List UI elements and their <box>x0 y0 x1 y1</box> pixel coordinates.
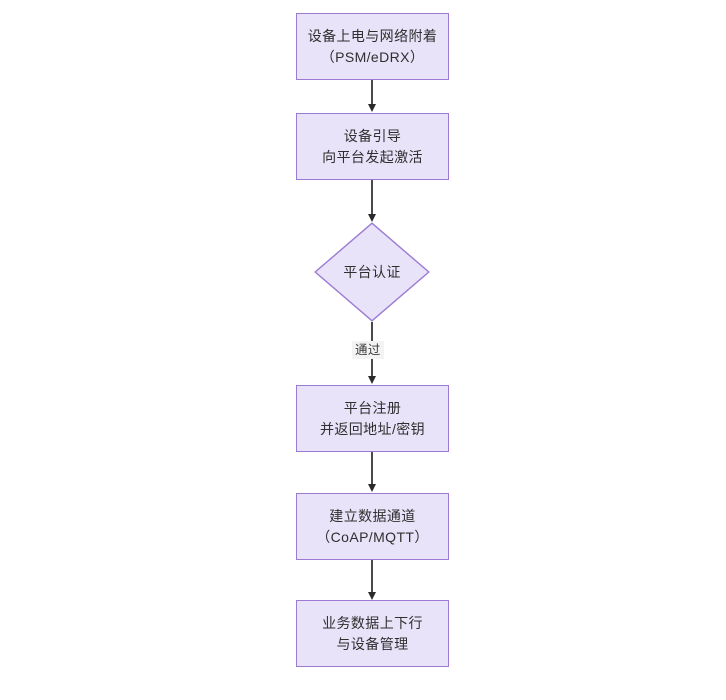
node-platform-auth-label: 平台认证 <box>343 264 401 280</box>
arrowhead-to-platform-register <box>367 376 376 384</box>
node-business-data-line1: 业务数据上下行 <box>322 614 423 631</box>
node-platform-register-line2: 并返回地址/密钥 <box>319 420 426 437</box>
node-platform-register[interactable]: 平台注册 并返回地址/密钥 <box>296 385 449 452</box>
node-platform-register-line1: 平台注册 <box>343 399 402 416</box>
arrowhead-to-platform-auth <box>367 214 376 222</box>
edge-register-to-data-channel <box>371 452 373 485</box>
node-data-channel-line2: （CoAP/MQTT） <box>316 528 429 545</box>
node-power-on-line2: （PSM/eDRX） <box>320 48 425 65</box>
arrowhead-to-data-channel <box>367 484 376 492</box>
edge-power-on-to-bootstrap <box>371 80 373 105</box>
node-data-channel-line1: 建立数据通道 <box>329 507 416 524</box>
node-power-on-line1: 设备上电与网络附着 <box>307 27 438 44</box>
node-bootstrap-line2: 向平台发起激活 <box>322 148 423 165</box>
node-data-channel[interactable]: 建立数据通道 （CoAP/MQTT） <box>296 493 449 560</box>
node-power-on[interactable]: 设备上电与网络附着 （PSM/eDRX） <box>296 13 449 80</box>
node-bootstrap[interactable]: 设备引导 向平台发起激活 <box>296 113 449 180</box>
node-business-data[interactable]: 业务数据上下行 与设备管理 <box>296 600 449 667</box>
diamond-shape-icon <box>314 222 430 322</box>
node-business-data-line2: 与设备管理 <box>336 635 409 652</box>
arrowhead-to-bootstrap <box>367 104 376 112</box>
node-platform-auth[interactable]: 平台认证 <box>314 222 430 322</box>
node-bootstrap-line1: 设备引导 <box>343 127 402 144</box>
edge-label-pass: 通过 <box>352 341 384 359</box>
edge-bootstrap-to-platform-auth <box>371 180 373 215</box>
arrowhead-to-business-data <box>367 592 376 600</box>
edge-data-channel-to-business-data <box>371 560 373 593</box>
